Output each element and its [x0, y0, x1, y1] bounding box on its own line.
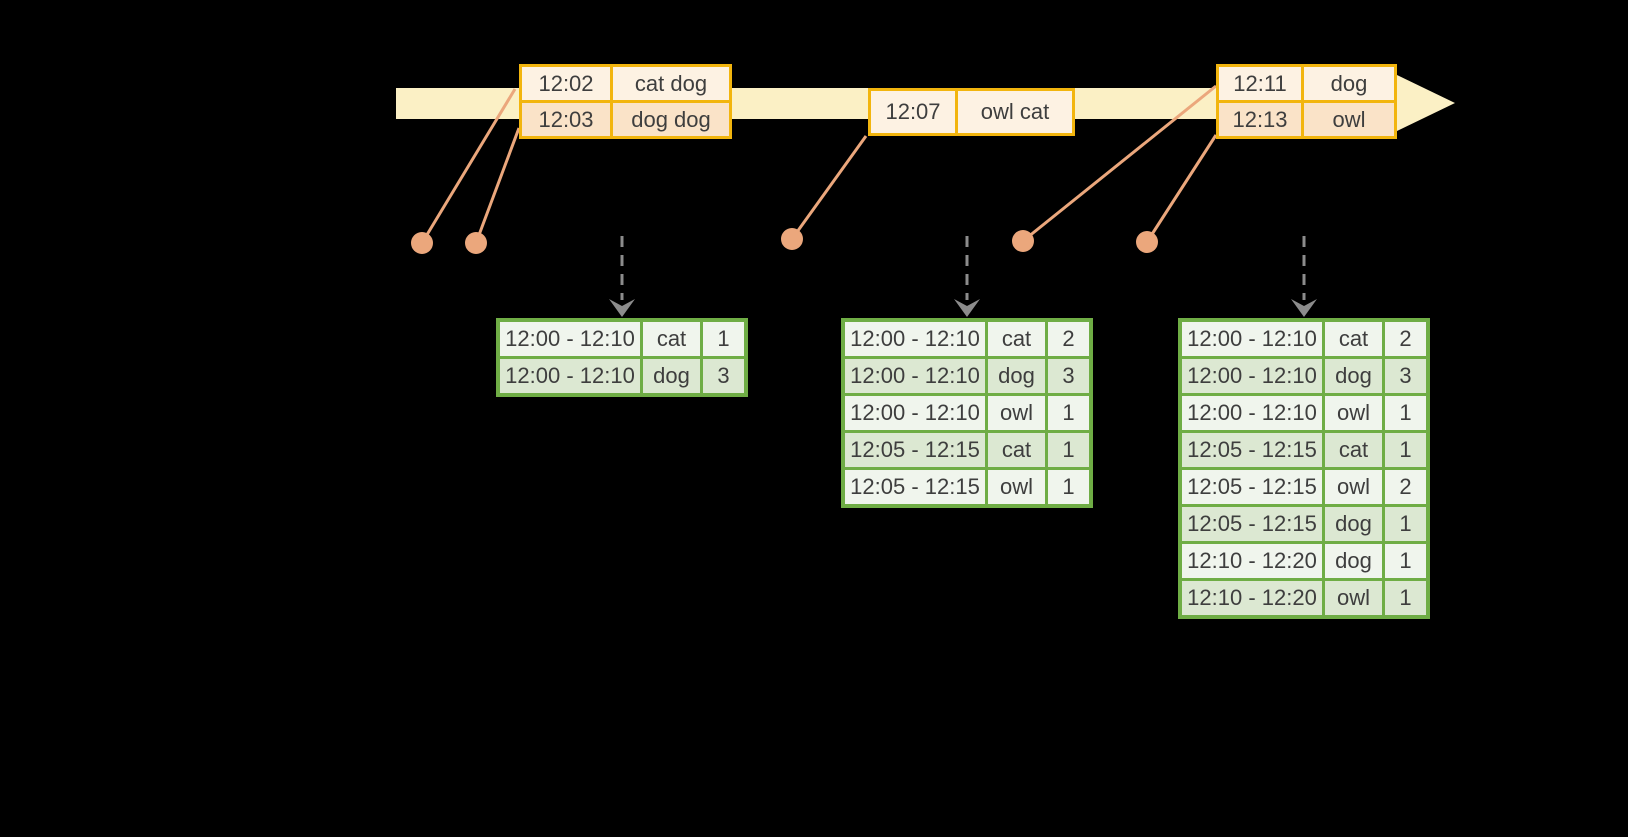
result-row: 12:00 - 12:10 cat 2 [1178, 318, 1430, 359]
event-dot-icon [465, 232, 487, 254]
event-words-cell: owl [1301, 100, 1397, 139]
window-cell: 12:00 - 12:10 [1178, 356, 1325, 396]
count-cell: 1 [1382, 541, 1430, 581]
trigger-arrow-icon [1291, 236, 1317, 317]
window-cell: 12:05 - 12:15 [841, 430, 988, 470]
event-words-cell: owl cat [955, 88, 1075, 136]
event-connector-line [1145, 134, 1218, 243]
event-connector-line [790, 135, 868, 240]
word-cell: owl [1322, 393, 1385, 433]
window-cell: 12:00 - 12:10 [841, 318, 988, 359]
trigger-arrowhead [609, 299, 635, 317]
result-row: 12:05 - 12:15 dog 1 [1178, 504, 1430, 544]
count-cell: 3 [1045, 356, 1093, 396]
result-table-2: 12:00 - 12:10 cat 2 12:00 - 12:10 dog 3 … [841, 318, 1093, 508]
window-cell: 12:05 - 12:15 [1178, 430, 1325, 470]
event-table-2: 12:07 owl cat [868, 88, 1075, 136]
event-dot-icon [781, 228, 803, 250]
event-row: 12:13 owl [1216, 100, 1397, 139]
trigger-arrow-icon [609, 236, 635, 317]
window-cell: 12:00 - 12:10 [496, 356, 643, 397]
window-cell: 12:00 - 12:10 [841, 356, 988, 396]
window-cell: 12:00 - 12:10 [1178, 393, 1325, 433]
trigger-arrowhead [1291, 299, 1317, 317]
count-cell: 1 [1382, 578, 1430, 619]
result-row: 12:00 - 12:10 cat 2 [841, 318, 1093, 359]
count-cell: 3 [1382, 356, 1430, 396]
word-cell: dog [1322, 356, 1385, 396]
count-cell: 1 [1045, 430, 1093, 470]
word-cell: dog [1322, 541, 1385, 581]
event-row: 12:02 cat dog [519, 64, 732, 103]
count-cell: 2 [1382, 467, 1430, 507]
result-row: 12:00 - 12:10 dog 3 [841, 356, 1093, 396]
count-cell: 1 [700, 318, 748, 359]
word-cell: cat [1322, 318, 1385, 359]
window-cell: 12:00 - 12:10 [1178, 318, 1325, 359]
count-cell: 1 [1382, 504, 1430, 544]
trigger-arrow-icon [954, 236, 980, 317]
event-time-cell: 12:07 [868, 88, 958, 136]
window-cell: 12:00 - 12:10 [496, 318, 643, 359]
event-row: 12:11 dog [1216, 64, 1397, 103]
result-row: 12:05 - 12:15 owl 2 [1178, 467, 1430, 507]
count-cell: 1 [1382, 393, 1430, 433]
trigger-arrowhead [954, 299, 980, 317]
event-words-cell: cat dog [610, 64, 732, 103]
event-row: 12:07 owl cat [868, 88, 1075, 136]
word-cell: owl [1322, 467, 1385, 507]
count-cell: 2 [1045, 318, 1093, 359]
count-cell: 1 [1045, 393, 1093, 433]
event-table-1: 12:02 cat dog 12:03 dog dog [519, 64, 732, 139]
word-cell: dog [985, 356, 1048, 396]
count-cell: 3 [700, 356, 748, 397]
count-cell: 1 [1382, 430, 1430, 470]
window-cell: 12:05 - 12:15 [841, 467, 988, 508]
window-cell: 12:05 - 12:15 [1178, 467, 1325, 507]
window-cell: 12:10 - 12:20 [1178, 541, 1325, 581]
window-cell: 12:00 - 12:10 [841, 393, 988, 433]
event-dot-icon [1012, 230, 1034, 252]
event-row: 12:03 dog dog [519, 100, 732, 139]
event-time-cell: 12:13 [1216, 100, 1304, 139]
result-row: 12:05 - 12:15 cat 1 [841, 430, 1093, 470]
event-time-cell: 12:02 [519, 64, 613, 103]
word-cell: cat [985, 318, 1048, 359]
event-table-3: 12:11 dog 12:13 owl [1216, 64, 1397, 139]
result-row: 12:00 - 12:10 dog 3 [496, 356, 748, 397]
event-time-cell: 12:03 [519, 100, 613, 139]
event-connector-line [420, 88, 517, 244]
word-cell: owl [1322, 578, 1385, 619]
timeline-arrowhead-icon [1397, 75, 1455, 131]
word-cell: cat [1322, 430, 1385, 470]
word-cell: owl [985, 467, 1048, 508]
result-row: 12:00 - 12:10 owl 1 [1178, 393, 1430, 433]
event-words-cell: dog dog [610, 100, 732, 139]
word-cell: owl [985, 393, 1048, 433]
window-cell: 12:10 - 12:20 [1178, 578, 1325, 619]
event-words-cell: dog [1301, 64, 1397, 103]
result-row: 12:10 - 12:20 owl 1 [1178, 578, 1430, 619]
result-row: 12:00 - 12:10 owl 1 [841, 393, 1093, 433]
event-connector-line [474, 127, 521, 244]
count-cell: 1 [1045, 467, 1093, 508]
result-row: 12:05 - 12:15 cat 1 [1178, 430, 1430, 470]
result-table-1: 12:00 - 12:10 cat 1 12:00 - 12:10 dog 3 [496, 318, 748, 397]
event-dot-icon [1136, 231, 1158, 253]
window-cell: 12:05 - 12:15 [1178, 504, 1325, 544]
event-time-cell: 12:11 [1216, 64, 1304, 103]
event-dot-icon [411, 232, 433, 254]
result-row: 12:05 - 12:15 owl 1 [841, 467, 1093, 508]
result-table-3: 12:00 - 12:10 cat 2 12:00 - 12:10 dog 3 … [1178, 318, 1430, 619]
word-cell: dog [640, 356, 703, 397]
count-cell: 2 [1382, 318, 1430, 359]
event-connector-line [1022, 84, 1217, 243]
word-cell: cat [985, 430, 1048, 470]
result-row: 12:10 - 12:20 dog 1 [1178, 541, 1430, 581]
result-row: 12:00 - 12:10 cat 1 [496, 318, 748, 359]
result-row: 12:00 - 12:10 dog 3 [1178, 356, 1430, 396]
word-cell: dog [1322, 504, 1385, 544]
word-cell: cat [640, 318, 703, 359]
